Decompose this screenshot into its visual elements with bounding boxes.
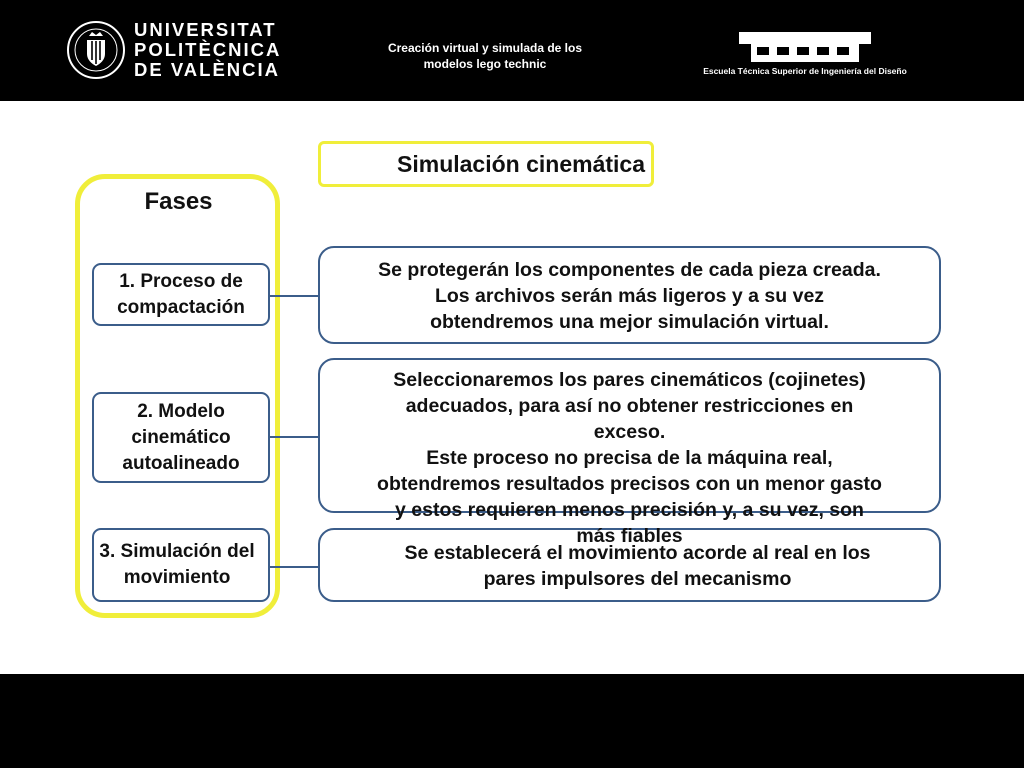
phases-heading: Fases — [144, 188, 213, 215]
school-name: Escuela Técnica Superior de Ingeniería d… — [703, 66, 907, 76]
connector-line-3 — [270, 566, 318, 568]
university-seal-logo — [67, 21, 125, 79]
description-3-line-1: Se establecerá el movimiento acorde al r… — [404, 542, 871, 564]
phase-box-2: 2. Modelo cinemático autoalineado — [92, 392, 270, 483]
presentation-title-line-1: Creación virtual y simulada de los — [387, 41, 583, 55]
description-2-line-2: adecuados, para así no obtener restricci… — [405, 395, 854, 417]
description-2-line-7: más fiables — [576, 525, 683, 547]
university-name-line-2: POLITÈCNICA — [134, 39, 282, 60]
presentation-title: Creación virtual y simulada de los model… — [360, 40, 610, 72]
description-1-line-3: obtendremos una mejor simulación virtual… — [430, 311, 829, 333]
description-2-line-5: obtendremos resultados precisos con un m… — [377, 473, 882, 495]
description-2-line-3: exceso. — [593, 421, 666, 443]
description-box-2: Seleccionaremos los pares cinemáticos (c… — [318, 358, 941, 547]
connector-line-2 — [270, 436, 318, 438]
university-name: UNIVERSITAT POLITÈCNICA DE VALÈNCIA — [134, 20, 281, 80]
phase-2-line-2: cinemático — [131, 426, 231, 448]
description-2-line-4: Este proceso no precisa de la máquina re… — [426, 447, 833, 469]
phase-3-line-1: 3. Simulación del — [99, 541, 255, 562]
phase-1-line-2: compactación — [117, 296, 245, 318]
phases-frame — [75, 174, 280, 618]
phase-1-line-1: 1. Proceso de — [119, 270, 243, 292]
description-1-line-1: Se protegerán los componentes de cada pi… — [378, 259, 881, 281]
phase-2-line-3: autoalineado — [122, 452, 240, 474]
presentation-title-line-2: modelos lego technic — [423, 57, 547, 71]
description-box-1: Se protegerán los componentes de cada pi… — [318, 246, 941, 344]
description-2-line-6: y estos requieren menos precisión y, a s… — [395, 499, 864, 521]
description-2-line-1: Seleccionaremos los pares cinemáticos (c… — [393, 369, 866, 391]
slide-title: Simulación cinemática — [318, 141, 654, 187]
phase-box-3: 3. Simulación del movimiento — [92, 528, 270, 602]
phase-2-line-1: 2. Modelo — [137, 400, 225, 422]
description-box-3: Se establecerá el movimiento acorde al r… — [318, 528, 941, 602]
university-name-line-3: DE VALÈNCIA — [134, 59, 281, 80]
footer-band — [0, 674, 1024, 768]
university-name-line-1: UNIVERSITAT — [134, 19, 277, 40]
connector-line-1 — [270, 295, 318, 297]
description-3-line-2: pares impulsores del mecanismo — [483, 568, 792, 590]
school-logo — [739, 32, 871, 62]
phase-box-1: 1. Proceso de compactación — [92, 263, 270, 326]
description-1-line-2: Los archivos serán más ligeros y a su ve… — [434, 285, 825, 307]
phase-3-line-2: movimiento — [123, 567, 231, 588]
